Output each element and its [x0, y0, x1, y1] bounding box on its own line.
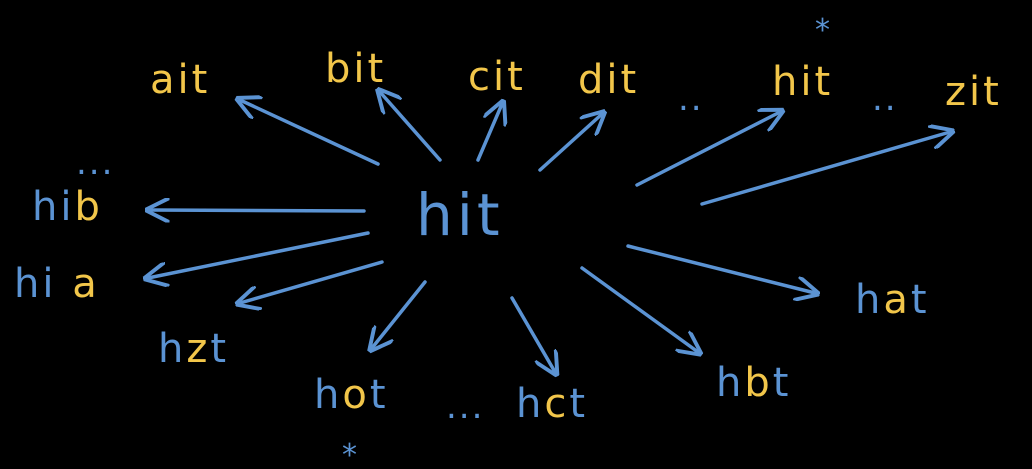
word-dit-part: d [578, 57, 606, 103]
word-bit-part: it [353, 46, 386, 92]
word-zit: zit [945, 69, 1002, 115]
word-hit-top-part: h [772, 59, 800, 105]
word-hit-top-part: it [800, 59, 833, 105]
word-hbt-part: t [773, 360, 792, 406]
ellipsis-top-right: .. [872, 79, 898, 119]
word-hbt: hbt [716, 360, 791, 406]
word-hib-part: hi [32, 184, 74, 230]
arrow-to-hib [150, 210, 366, 211]
word-hbt-part: b [744, 360, 772, 406]
word-cit-part: it [493, 54, 526, 100]
arrow-to-hia [148, 231, 370, 278]
word-ait: ait [150, 57, 210, 103]
word-zit-part: z [945, 69, 969, 115]
word-hot: hot [314, 372, 389, 418]
word-hzt: hzt [158, 326, 229, 372]
center-word-hit: hit [416, 181, 504, 249]
word-dit-part: it [606, 57, 639, 103]
word-ait-part: a [150, 57, 178, 103]
ellipsis-above-hib: ... [76, 143, 114, 183]
word-hot-part: t [370, 372, 389, 418]
word-hia-part: a [72, 261, 100, 307]
word-hat-part: a [883, 277, 911, 323]
arrow-to-hot [372, 280, 427, 348]
word-hib: hib [32, 184, 103, 230]
arrow-to-dit [538, 114, 602, 172]
word-hib-part: b [74, 184, 102, 230]
word-bit: bit [325, 46, 386, 92]
arrow-to-hbt [580, 266, 698, 352]
star-below-hot: * [342, 438, 357, 469]
word-hat-part: h [855, 277, 883, 323]
word-bit-part: b [325, 46, 353, 92]
word-hot-part: o [342, 372, 369, 418]
word-hct: hct [516, 381, 588, 427]
arrow-to-hit-top [635, 112, 780, 187]
arrow-to-hat [626, 244, 815, 293]
arrow-to-cit [476, 104, 502, 162]
word-hzt-part: t [210, 326, 229, 372]
arrow-to-ait [240, 100, 380, 166]
word-zit-part: it [969, 69, 1002, 115]
word-hit-top: hit [772, 59, 833, 105]
word-hct-part: t [569, 381, 588, 427]
word-hzt-part: z [186, 326, 210, 372]
word-hat-part: t [911, 277, 930, 323]
word-cit-part: c [468, 54, 493, 100]
ellipsis-top-left: .. [678, 79, 704, 119]
arrow-to-hct [510, 296, 555, 372]
word-hzt-part: h [158, 326, 186, 372]
word-cit: cit [468, 54, 526, 100]
word-hct-part: h [516, 381, 544, 427]
ellipsis-bottom: ... [446, 387, 484, 427]
word-ait-part: it [178, 57, 211, 103]
word-dit: dit [578, 57, 639, 103]
word-hat: hat [855, 277, 930, 323]
word-hia-part: hi [14, 261, 72, 307]
arrow-to-zit [700, 132, 950, 206]
word-hia: hi a [14, 261, 100, 307]
arrow-to-hzt [240, 260, 384, 303]
star-above-hit: * [815, 13, 830, 48]
word-hbt-part: h [716, 360, 744, 406]
word-hot-part: h [314, 372, 342, 418]
word-hct-part: c [544, 381, 569, 427]
arrow-to-bit [380, 92, 442, 162]
